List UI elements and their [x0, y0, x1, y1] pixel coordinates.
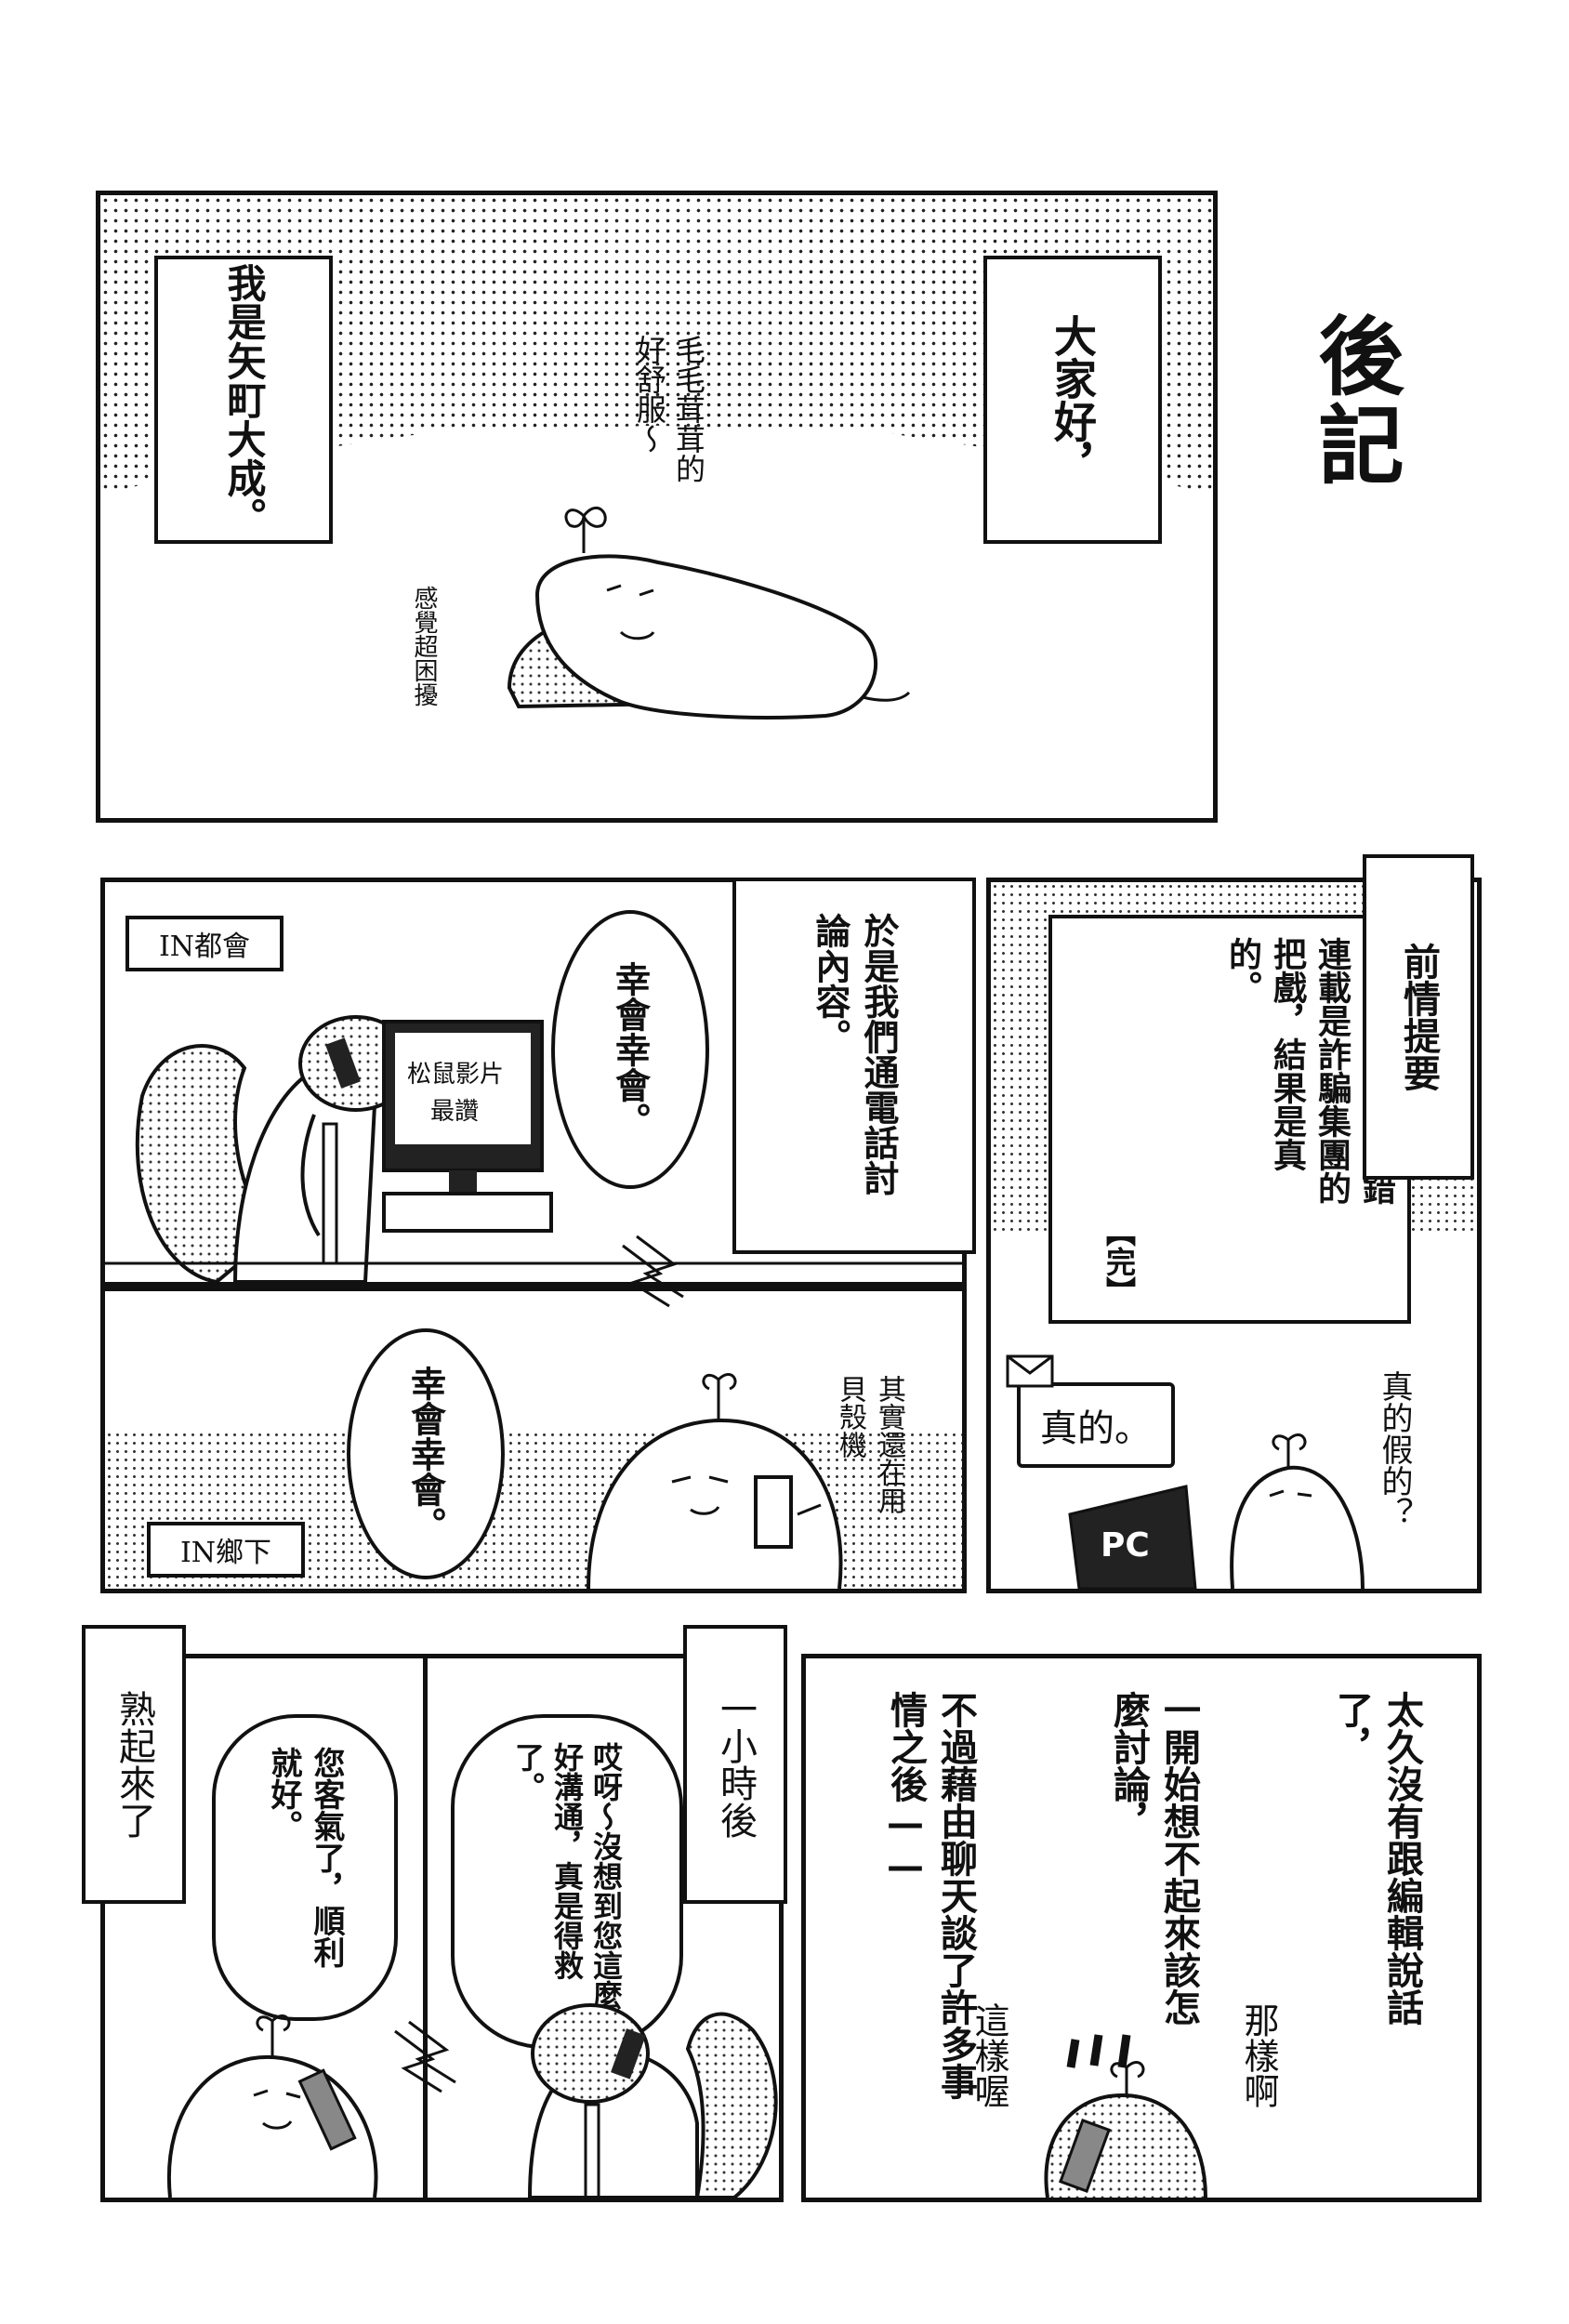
location-tag-city: IN都會 [125, 916, 283, 971]
recap-illustration: PC [1006, 1354, 1365, 1591]
flip-phone-icon [1059, 2119, 1111, 2193]
caption-became-friends: 熟起來了 [82, 1625, 186, 1904]
caption-one-hour-later-text: 一小時後 [714, 1690, 757, 1839]
panel-recap: 以為要我執筆地錯連載是詐騙集團的把戲，結果是真的。 【完】 前情提要 真的。 P… [986, 854, 1482, 1593]
caption-one-hour-later: 一小時後 [683, 1625, 787, 1904]
sprout-calling-illustration [166, 2014, 378, 2199]
phone-icon [325, 1037, 361, 1089]
caption-greeting: 大家好， [983, 256, 1162, 544]
monitor-line-1: 松鼠影片 [407, 1061, 504, 1089]
panel-one-hour-later: 哎呀～沒想到您這麼好溝通，真是得救了。 [423, 1654, 784, 2202]
phone-icon [611, 2028, 646, 2080]
speech-bubble-country-text: 幸會幸會。 [404, 1366, 446, 1542]
sprout-leaf-icon [1110, 2061, 1145, 2095]
panel-intro: 大家好， 我是矢町大成。 毛毛茸茸的好舒服～ 感覺超困擾 [96, 191, 1218, 823]
monitor-line-2: 最讚 [430, 1098, 479, 1126]
speech-bubble-country: 幸會幸會。 [347, 1328, 505, 1579]
narration-call: 於是我們通電話討論內容。 [732, 878, 976, 1254]
narration-call-text: 於是我們通電話討論內容。 [810, 912, 899, 1195]
flip-phone-icon [754, 1475, 793, 1549]
sfx-shell-phone: 其實還在用貝殼機 [834, 1375, 905, 1514]
location-tag-country: IN鄉下 [147, 1522, 305, 1578]
sfx-really: 真的假的？ [1376, 1370, 1413, 1528]
speech-bubble-city: 幸會幸會。 [551, 910, 709, 1189]
recap-end-mark: 【完】 [1101, 1217, 1137, 1306]
squirrel-head [531, 2003, 650, 2104]
recap-title-box: 前情提要 [1363, 854, 1474, 1180]
sfx-i-see: 那樣啊 [1238, 2002, 1279, 2108]
speech-bubble-squirrel-text: 哎呀～沒想到您這麼好溝通，真是得救了。 [510, 1742, 624, 2010]
transition-zigzag-top [622, 1235, 684, 1308]
sprout-phone-illustration [587, 1373, 843, 1590]
mail-bubble: 真的。 [1017, 1382, 1175, 1468]
narration-line-2: 一開始想不起來該怎麼討論， [1107, 1691, 1200, 2026]
sprout-characters-illustration [507, 506, 911, 720]
narration-line-1: 太久沒有跟編輯說話了， [1330, 1691, 1423, 2026]
caption-introduction-text: 我是矢町大成。 [221, 263, 267, 536]
recap-box: 以為要我執筆地錯連載是詐騙集團的把戲，結果是真的。 [1048, 915, 1411, 1324]
sprout-leaf-icon [702, 1373, 737, 1421]
squirrel-desk-illustration: 松鼠影片 最讚 [105, 1015, 962, 1285]
page-title: 後記 [1304, 311, 1404, 490]
sprout-leaf-icon [1272, 1433, 1307, 1468]
speech-bubble-friends: 您客氣了，順利就好。 [212, 1714, 398, 2021]
caption-introduction: 我是矢町大成。 [154, 256, 333, 544]
sprout-body [1230, 1465, 1365, 1590]
caption-greeting-text: 大家好， [1048, 314, 1098, 485]
speech-bubble-friends-text: 您客氣了，順利就好。 [265, 1747, 345, 1968]
squirrel-calling-illustration [527, 2003, 778, 2199]
panel-city-call: IN都會 幸會幸會。 於是我們通電話討論內容。 松鼠影片 最讚 [100, 878, 976, 1287]
flip-phone-icon [297, 2068, 357, 2151]
narration-line-3: 不過藉由聊天談了許多事情之後—— [884, 1691, 977, 2100]
sprout-leaf-icon [564, 506, 607, 553]
sfx-sleepy: 感覺超困擾 [410, 586, 438, 706]
recap-title: 前情提要 [1397, 943, 1440, 1091]
sprout-body [534, 554, 878, 720]
transition-zigzag-bottom [394, 2020, 456, 2093]
sfx-comfort: 毛毛茸茸的好舒服～ [632, 335, 706, 483]
sprout-phone-illustration [1044, 2034, 1207, 2199]
mail-bubble-text: 真的。 [1040, 1407, 1152, 1450]
speech-bubble-squirrel: 哎呀～沒想到您這麼好溝通，真是得救了。 [451, 1714, 683, 2049]
emphasis-marks [1066, 2034, 1131, 2068]
speech-bubble-city-text: 幸會幸會。 [609, 961, 651, 1138]
caption-became-friends-text: 熟起來了 [112, 1690, 155, 1839]
squirrel-tail [685, 2012, 778, 2199]
panel-editor-chat: 太久沒有跟編輯說話了， 一開始想不起來該怎麼討論， 不過藉由聊天談了許多事情之後… [801, 1654, 1482, 2202]
sprout-leaf-icon [256, 2014, 291, 2058]
pc-box [1068, 1485, 1197, 1591]
panel-country-call: IN鄉下 幸會幸會。 其實還在用貝殼機 [100, 1287, 967, 1593]
sprout-body [587, 1419, 843, 1590]
sfx-is-that-so: 這樣喔 [969, 2002, 1009, 2108]
pc-label: PC [1101, 1526, 1150, 1565]
